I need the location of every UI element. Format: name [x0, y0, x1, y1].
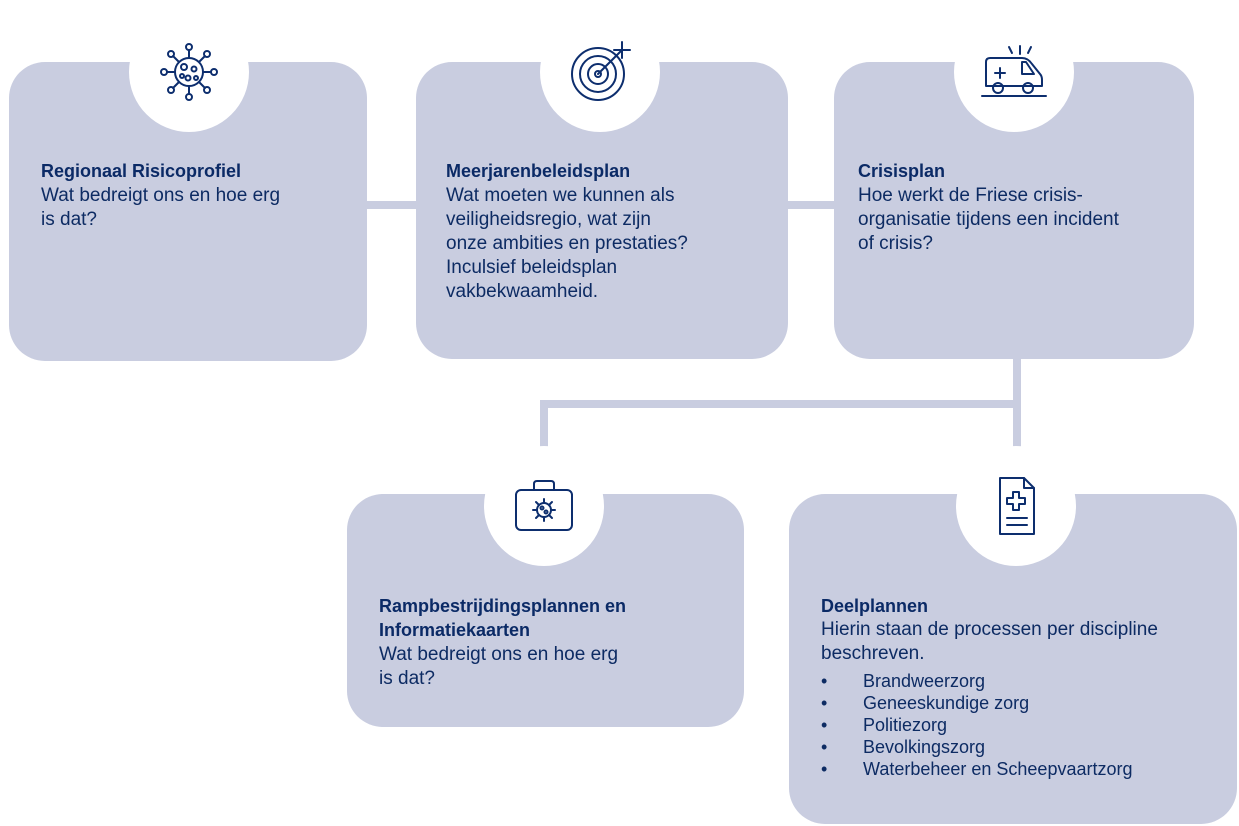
deelplannen-list: Brandweerzorg Geneeskundige zorg Politie…	[817, 670, 1227, 780]
list-item: Bevolkingszorg	[817, 736, 1227, 758]
card-text-rampbestrijdingsplannen: Wat bedreigt ons en hoe erg is dat?	[379, 644, 619, 689]
icon-circle-risicoprofiel	[129, 12, 249, 132]
card-title-risicoprofiel: Regionaal Risicoprofiel	[41, 161, 242, 181]
icon-circle-meerjarenbeleidsplan	[540, 12, 660, 132]
card-title-deelplannen: Deelplannen	[821, 596, 929, 616]
icon-circle-crisisplan	[954, 12, 1074, 132]
virus-icon	[160, 43, 218, 101]
icon-circle-rampbestrijdingsplannen	[484, 446, 604, 566]
list-item: Geneeskundige zorg	[817, 692, 1227, 714]
target-icon	[571, 41, 631, 101]
card-text-risicoprofiel: Wat bedreigt ons en hoe erg is dat?	[41, 185, 281, 230]
card-title-rampbestrijdingsplannen: Rampbestrijdingsplannen en Informatiekaa…	[379, 596, 627, 640]
list-item: Brandweerzorg	[817, 670, 1227, 692]
connector-branch-horizontal	[540, 400, 1021, 408]
card-text-crisisplan: Hoe werkt de Friese crisis- organisatie …	[858, 185, 1119, 254]
card-text-meerjarenbeleidsplan: Wat moeten we kunnen als veiligheidsregi…	[446, 185, 688, 302]
card-title-crisisplan: Crisisplan	[858, 161, 946, 181]
icon-circle-deelplannen	[956, 446, 1076, 566]
list-item: Politiezorg	[817, 714, 1227, 736]
ambulance-icon	[981, 45, 1047, 97]
card-text-deelplannen: Hierin staan de processen per discipline…	[821, 619, 1158, 664]
medical-kit-icon	[515, 480, 573, 531]
card-title-meerjarenbeleidsplan: Meerjarenbeleidsplan	[446, 161, 631, 181]
list-item: Waterbeheer en Scheepvaartzorg	[817, 758, 1227, 780]
medical-document-icon	[999, 477, 1035, 535]
